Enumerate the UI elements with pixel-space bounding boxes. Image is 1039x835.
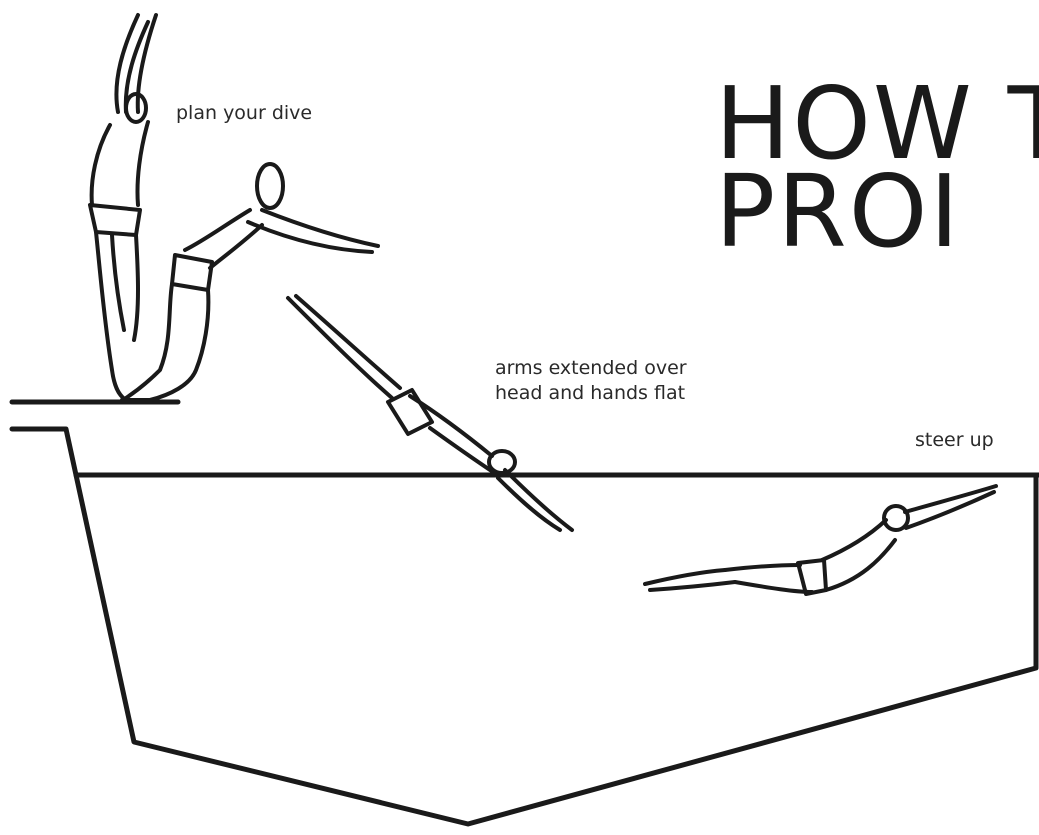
diver-head: [884, 506, 908, 530]
diver-standing-figure: [90, 15, 156, 400]
label-arms-extended: arms extended over head and hands flat: [495, 356, 687, 406]
pool-outline: [12, 402, 1039, 824]
label-plan-your-dive: plan your dive: [176, 101, 312, 126]
diver-launching-figure: [126, 164, 378, 400]
diver-entering-figure: [288, 296, 572, 530]
label-arms-line-1: arms extended over: [495, 356, 687, 381]
label-steer-up: steer up: [915, 428, 994, 453]
label-arms-line-2: head and hands flat: [495, 381, 687, 406]
diver-head: [257, 164, 283, 208]
title: HOW T PROI: [715, 80, 1039, 280]
diver-head: [489, 451, 515, 473]
diver-gliding-figure: [645, 486, 996, 594]
pool-wall: [12, 429, 1039, 475]
